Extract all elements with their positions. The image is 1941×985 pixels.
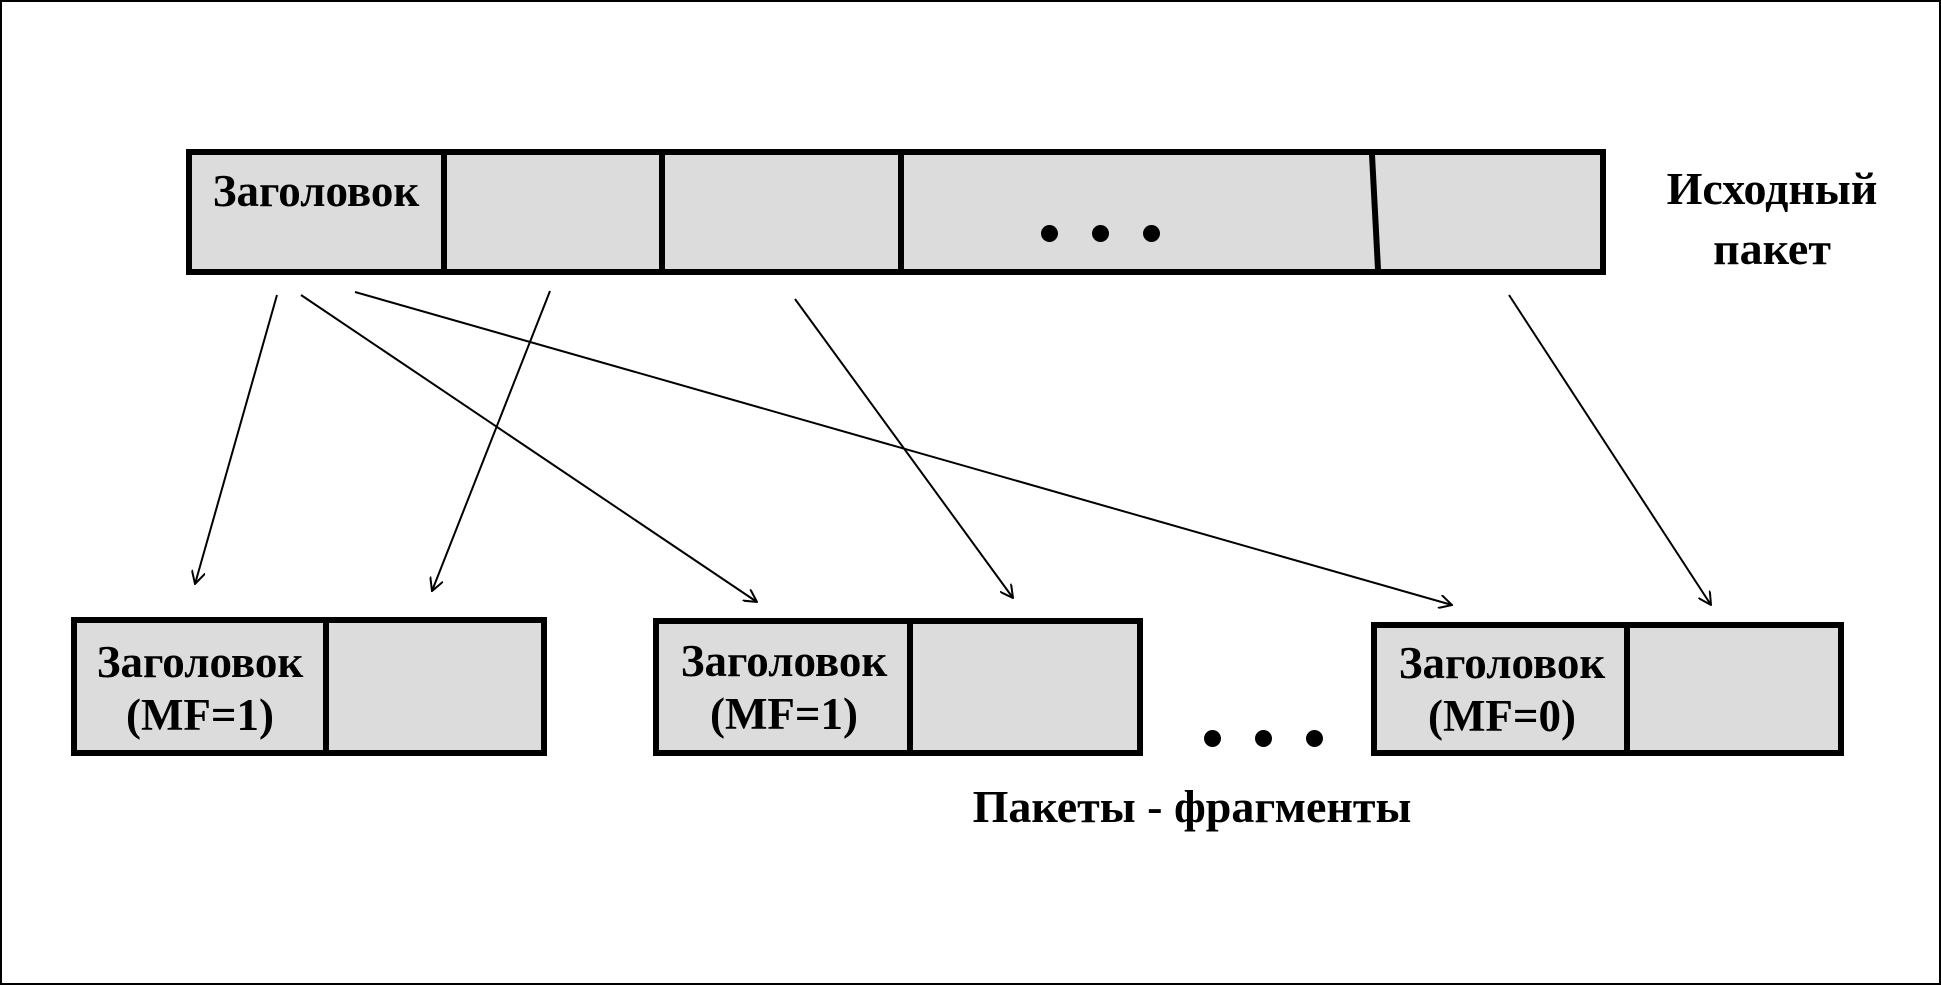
- arrow-header-to-fragment2-header: [300, 294, 757, 602]
- fragment-packet-2: Заголовок (MF=1): [653, 618, 1143, 756]
- fragment-3-header-line2: (MF=0): [1427, 691, 1577, 741]
- fragment-2-header-label: Заголовок (MF=1): [659, 635, 909, 741]
- fragment-3-divider: [1624, 628, 1630, 750]
- dot: [1204, 730, 1221, 747]
- original-packet-divider: [659, 155, 665, 269]
- fragment-packet-1: Заголовок (MF=1): [71, 617, 547, 756]
- fragments-ellipsis-dots: [1204, 730, 1323, 747]
- fragment-packet-3: Заголовок (MF=0): [1371, 622, 1844, 756]
- original-packet-header-label: Заголовок: [212, 166, 420, 216]
- fragment-1-header-line2: (MF=1): [125, 690, 275, 740]
- fragment-1-header-line1: Заголовок: [96, 637, 304, 687]
- fragment-1-divider: [323, 623, 329, 750]
- fragments-caption: Пакеты - фрагменты: [972, 781, 1412, 832]
- fragment-1-header-label: Заголовок (MF=1): [77, 636, 323, 742]
- arrow-last-segment-to-fragment3-data: [1508, 294, 1711, 605]
- fragment-2-header-line2: (MF=1): [709, 689, 859, 739]
- dot: [1041, 225, 1058, 242]
- dot: [1143, 225, 1160, 242]
- arrow-segment1-to-fragment1-data: [432, 290, 551, 591]
- original-packet: Заголовок: [186, 149, 1606, 275]
- original-packet-divider: [1369, 155, 1381, 269]
- ellipsis-dots: [1041, 225, 1160, 242]
- dot: [1092, 225, 1109, 242]
- fragment-3-header-label: Заголовок (MF=0): [1377, 637, 1627, 743]
- dot: [1306, 730, 1323, 747]
- fragment-3-header-line1: Заголовок: [1398, 638, 1606, 688]
- original-packet-divider: [441, 155, 447, 269]
- caption-line-1: Исходный: [1666, 163, 1878, 214]
- original-packet-caption: Исходный пакет: [1642, 159, 1902, 279]
- dot: [1255, 730, 1272, 747]
- caption-line-2: пакет: [1713, 223, 1831, 274]
- arrow-header-to-fragment1-header: [195, 294, 278, 584]
- original-packet-divider: [898, 155, 904, 269]
- fragment-2-header-line1: Заголовок: [680, 636, 888, 686]
- fragment-2-divider: [907, 624, 913, 750]
- arrow-segment2-to-fragment2-data: [794, 298, 1013, 598]
